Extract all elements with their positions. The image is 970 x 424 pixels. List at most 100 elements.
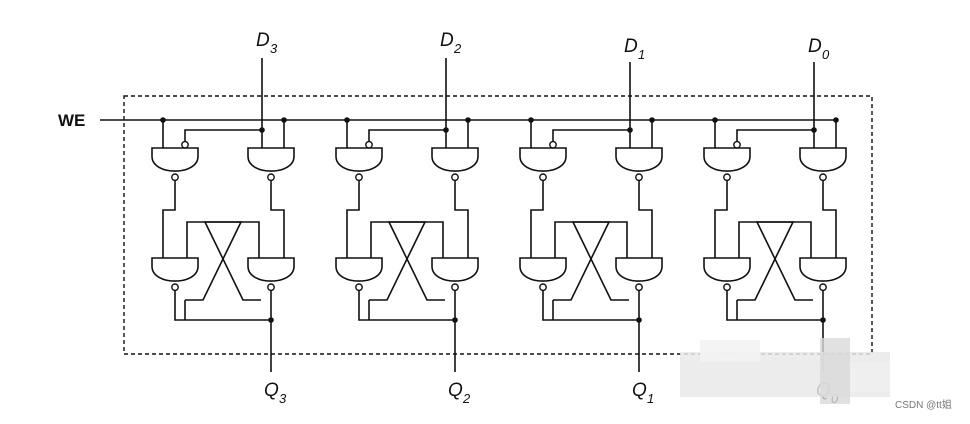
- upper-left-to-latch-wire: [346, 180, 360, 258]
- nand-gate-body: [703, 147, 751, 172]
- left-output-wire: [358, 290, 453, 321]
- inversion-bubble: [355, 173, 363, 182]
- latch-right-nand-gate: [799, 257, 847, 292]
- upper-right-to-latch-wire: [638, 180, 653, 258]
- svg-text:1: 1: [647, 391, 654, 406]
- nand-gate-body: [615, 147, 663, 172]
- upper-right-nand-gate: [799, 147, 847, 182]
- output-label-q3: Q 3: [264, 380, 287, 406]
- svg-text:Q: Q: [632, 380, 647, 401]
- inversion-bubble: [819, 173, 827, 182]
- upper-left-nand-gate: [519, 140, 567, 182]
- inversion-bubble: [723, 173, 731, 182]
- nand-gate-body: [519, 257, 567, 282]
- data-to-left-gate-wire: [736, 129, 814, 148]
- nand-gate-body: [151, 147, 199, 172]
- inversion-bubble: [539, 173, 547, 182]
- watermark-text: CSDN @tt姐: [895, 398, 952, 411]
- upper-left-nand-gate: [703, 140, 751, 182]
- nand-gate-body: [799, 147, 847, 172]
- upper-left-to-latch-wire: [530, 180, 544, 258]
- latch-left-nand-gate: [335, 257, 383, 292]
- svg-text:0: 0: [822, 47, 830, 62]
- data-to-left-gate-wire: [184, 129, 262, 148]
- nand-gate-body: [799, 257, 847, 282]
- input-label-d3: D 3: [256, 30, 278, 56]
- svg-text:3: 3: [270, 41, 278, 56]
- upper-right-nand-gate: [615, 147, 663, 182]
- cross-feedback-wire-b: [755, 221, 813, 301]
- latch-left-nand-gate: [151, 257, 199, 292]
- junction-dot: [344, 117, 350, 123]
- bit-cell-3: [151, 58, 295, 372]
- upper-right-to-latch-wire: [270, 180, 285, 258]
- input-inversion-bubble: [181, 140, 189, 149]
- svg-text:D: D: [256, 30, 270, 51]
- nand-gate-body: [247, 147, 295, 172]
- svg-text:3: 3: [279, 391, 287, 406]
- junction-dot: [160, 117, 166, 123]
- left-output-wire: [174, 290, 269, 321]
- data-to-left-gate-wire: [552, 129, 630, 148]
- nand-gate-body: [151, 257, 199, 282]
- inversion-bubble: [635, 173, 643, 182]
- nand-gate-body: [335, 257, 383, 282]
- upper-right-nand-gate: [431, 147, 479, 182]
- svg-text:D: D: [624, 36, 638, 57]
- upper-left-nand-gate: [335, 140, 383, 182]
- inversion-bubble: [451, 173, 459, 182]
- upper-right-to-latch-wire: [454, 180, 469, 258]
- nand-gate-body: [335, 147, 383, 172]
- junction-dot: [528, 117, 534, 123]
- input-inversion-bubble: [549, 140, 557, 149]
- junction-dot: [281, 117, 287, 123]
- output-label-q2: Q 2: [448, 380, 471, 406]
- inversion-bubble: [723, 283, 731, 292]
- input-label-d0: D 0: [808, 36, 830, 62]
- nand-gate-body: [615, 257, 663, 282]
- latch-right-nand-gate: [247, 257, 295, 292]
- data-to-left-gate-wire: [368, 129, 446, 148]
- svg-text:2: 2: [462, 391, 471, 406]
- svg-text:Q: Q: [448, 380, 463, 401]
- input-inversion-bubble: [733, 140, 741, 149]
- svg-text:2: 2: [453, 41, 462, 56]
- upper-left-to-latch-wire: [714, 180, 728, 258]
- bit-cells: [151, 58, 847, 372]
- latch-left-nand-gate: [519, 257, 567, 292]
- inversion-bubble: [451, 283, 459, 292]
- bit-cell-2: [335, 58, 479, 372]
- blurred-region: [680, 338, 890, 404]
- cross-feedback-wire-b: [387, 221, 445, 301]
- latch-right-nand-gate: [431, 257, 479, 292]
- input-inversion-bubble: [365, 140, 373, 149]
- we-label: WE: [58, 111, 85, 130]
- inversion-bubble: [819, 283, 827, 292]
- input-label-d2: D 2: [440, 30, 462, 56]
- svg-text:D: D: [808, 36, 822, 57]
- junction-dot: [833, 117, 839, 123]
- upper-left-to-latch-wire: [162, 180, 176, 258]
- inversion-bubble: [539, 283, 547, 292]
- upper-left-nand-gate: [151, 140, 199, 182]
- left-output-wire: [726, 290, 821, 321]
- output-label-q1: Q 1: [632, 380, 654, 406]
- inversion-bubble: [355, 283, 363, 292]
- register-boundary: [123, 95, 873, 355]
- cross-feedback-wire-b: [203, 221, 261, 301]
- svg-text:D: D: [440, 30, 454, 51]
- inversion-bubble: [171, 283, 179, 292]
- inversion-bubble: [635, 283, 643, 292]
- svg-text:Q: Q: [264, 380, 279, 401]
- junction-dot: [465, 117, 471, 123]
- latch-right-nand-gate: [615, 257, 663, 292]
- latch-left-nand-gate: [703, 257, 751, 292]
- left-output-wire: [542, 290, 637, 321]
- nand-gate-body: [431, 257, 479, 282]
- svg-text:1: 1: [638, 47, 645, 62]
- bit-cell-0: [703, 62, 847, 372]
- cross-feedback-wire-b: [571, 221, 629, 301]
- upper-right-to-latch-wire: [822, 180, 837, 258]
